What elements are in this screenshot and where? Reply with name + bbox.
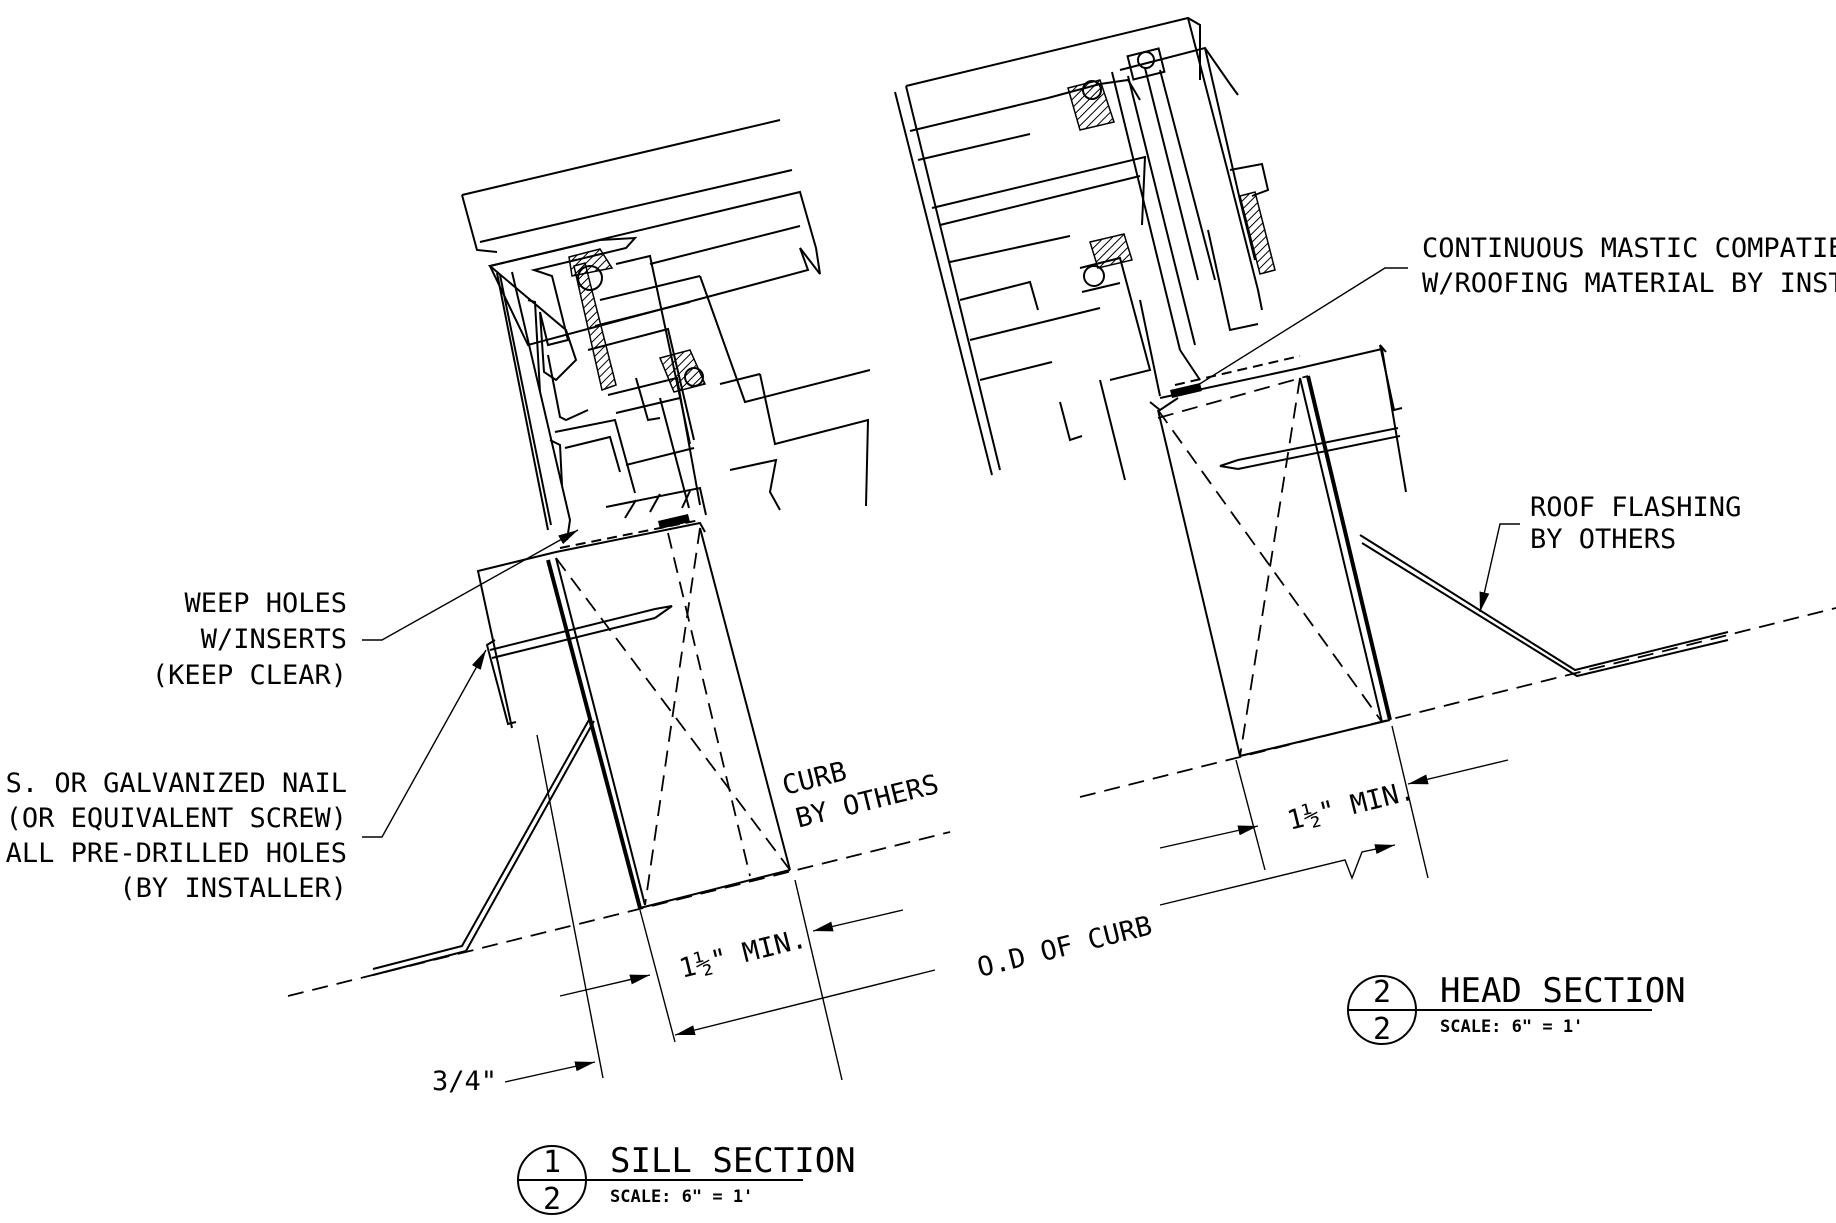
head-min-dimension: 1½" MIN. xyxy=(1284,775,1418,837)
head-dimensions xyxy=(1159,725,1509,906)
note-weep-line-1: WEEP HOLES xyxy=(184,588,347,619)
note-nail-line-4: (BY INSTALLER) xyxy=(119,873,347,904)
note-roof-flashing: ROOF FLASHING BY OTHERS xyxy=(1530,492,1741,555)
mastic-leader xyxy=(1189,267,1408,391)
sill-subframe-leg xyxy=(485,639,517,726)
od-curb-dimension: O.D OF CURB xyxy=(974,910,1155,983)
sill-detail-number: 1 xyxy=(543,1145,561,1180)
note-nail-line-2: (OR EQUIVALENT SCREW) xyxy=(6,803,347,834)
sill-title: SILL SECTION xyxy=(610,1141,856,1181)
sill-nail xyxy=(489,605,673,659)
head-section-title: 2 2 HEAD SECTION SCALE: 6" = 1' xyxy=(1347,971,1686,1047)
note-weep-line-2: W/INSERTS xyxy=(201,624,347,655)
note-mastic: CONTINUOUS MASTIC COMPATIBLE W/ROOFING M… xyxy=(1422,233,1836,299)
flashing-leader xyxy=(1479,523,1520,613)
sill-dimensions xyxy=(504,734,936,1083)
note-curb: CURB BY OTHERS xyxy=(779,756,942,835)
sill-section-detail xyxy=(287,119,951,1083)
note-weep-line-3: (KEEP CLEAR) xyxy=(152,660,347,691)
head-roof-flashing-inner xyxy=(1361,542,1729,678)
head-nail xyxy=(1219,427,1401,470)
head-section-detail xyxy=(894,16,1836,906)
note-weep-holes: WEEP HOLES W/INSERTS (KEEP CLEAR) xyxy=(152,588,347,691)
head-frame-extrusion xyxy=(894,16,1301,481)
sill-subframe-clip xyxy=(476,521,706,729)
sill-roof-flashing-inner xyxy=(372,720,595,976)
head-roof-flashing xyxy=(1359,534,1729,672)
head-roof-line xyxy=(1079,607,1836,798)
sill-frame-extrusion xyxy=(461,119,871,549)
sill-scale: SCALE: 6" = 1' xyxy=(610,1187,753,1207)
leader-lines xyxy=(362,267,1520,838)
head-sheet-number: 2 xyxy=(1373,1012,1391,1047)
sill-roof-flashing xyxy=(372,717,591,970)
head-subframe-leg xyxy=(1379,344,1403,412)
note-nail-line-1: 8d S.S. OR GALVANIZED NAIL xyxy=(0,768,347,799)
head-detail-number: 2 xyxy=(1373,975,1391,1010)
sill-curb xyxy=(546,527,791,909)
head-title: HEAD SECTION xyxy=(1440,971,1686,1011)
head-subframe-clip xyxy=(1159,347,1407,493)
note-nail: 8d S.S. OR GALVANIZED NAIL (OR EQUIVALEN… xyxy=(0,768,347,904)
sill-sheet-number: 2 xyxy=(543,1182,561,1217)
three-quarter-dimension: 3/4" xyxy=(432,1066,497,1097)
sill-min-dimension: 1½" MIN. xyxy=(676,923,810,985)
note-flashing-line-2: BY OTHERS xyxy=(1530,524,1676,555)
note-nail-line-3: IN ALL PRE-DRILLED HOLES xyxy=(0,838,347,869)
weep-leader xyxy=(362,529,579,641)
sill-section-title: 1 2 SILL SECTION SCALE: 6" = 1' xyxy=(517,1141,856,1217)
head-curb xyxy=(1157,375,1392,757)
head-scale: SCALE: 6" = 1' xyxy=(1440,1017,1583,1037)
nail-leader xyxy=(362,649,487,838)
note-flashing-line-1: ROOF FLASHING xyxy=(1530,492,1741,523)
note-mastic-line-2: W/ROOFING MATERIAL BY INSTALLER xyxy=(1422,268,1836,299)
note-mastic-line-1: CONTINUOUS MASTIC COMPATIBLE xyxy=(1422,233,1836,264)
